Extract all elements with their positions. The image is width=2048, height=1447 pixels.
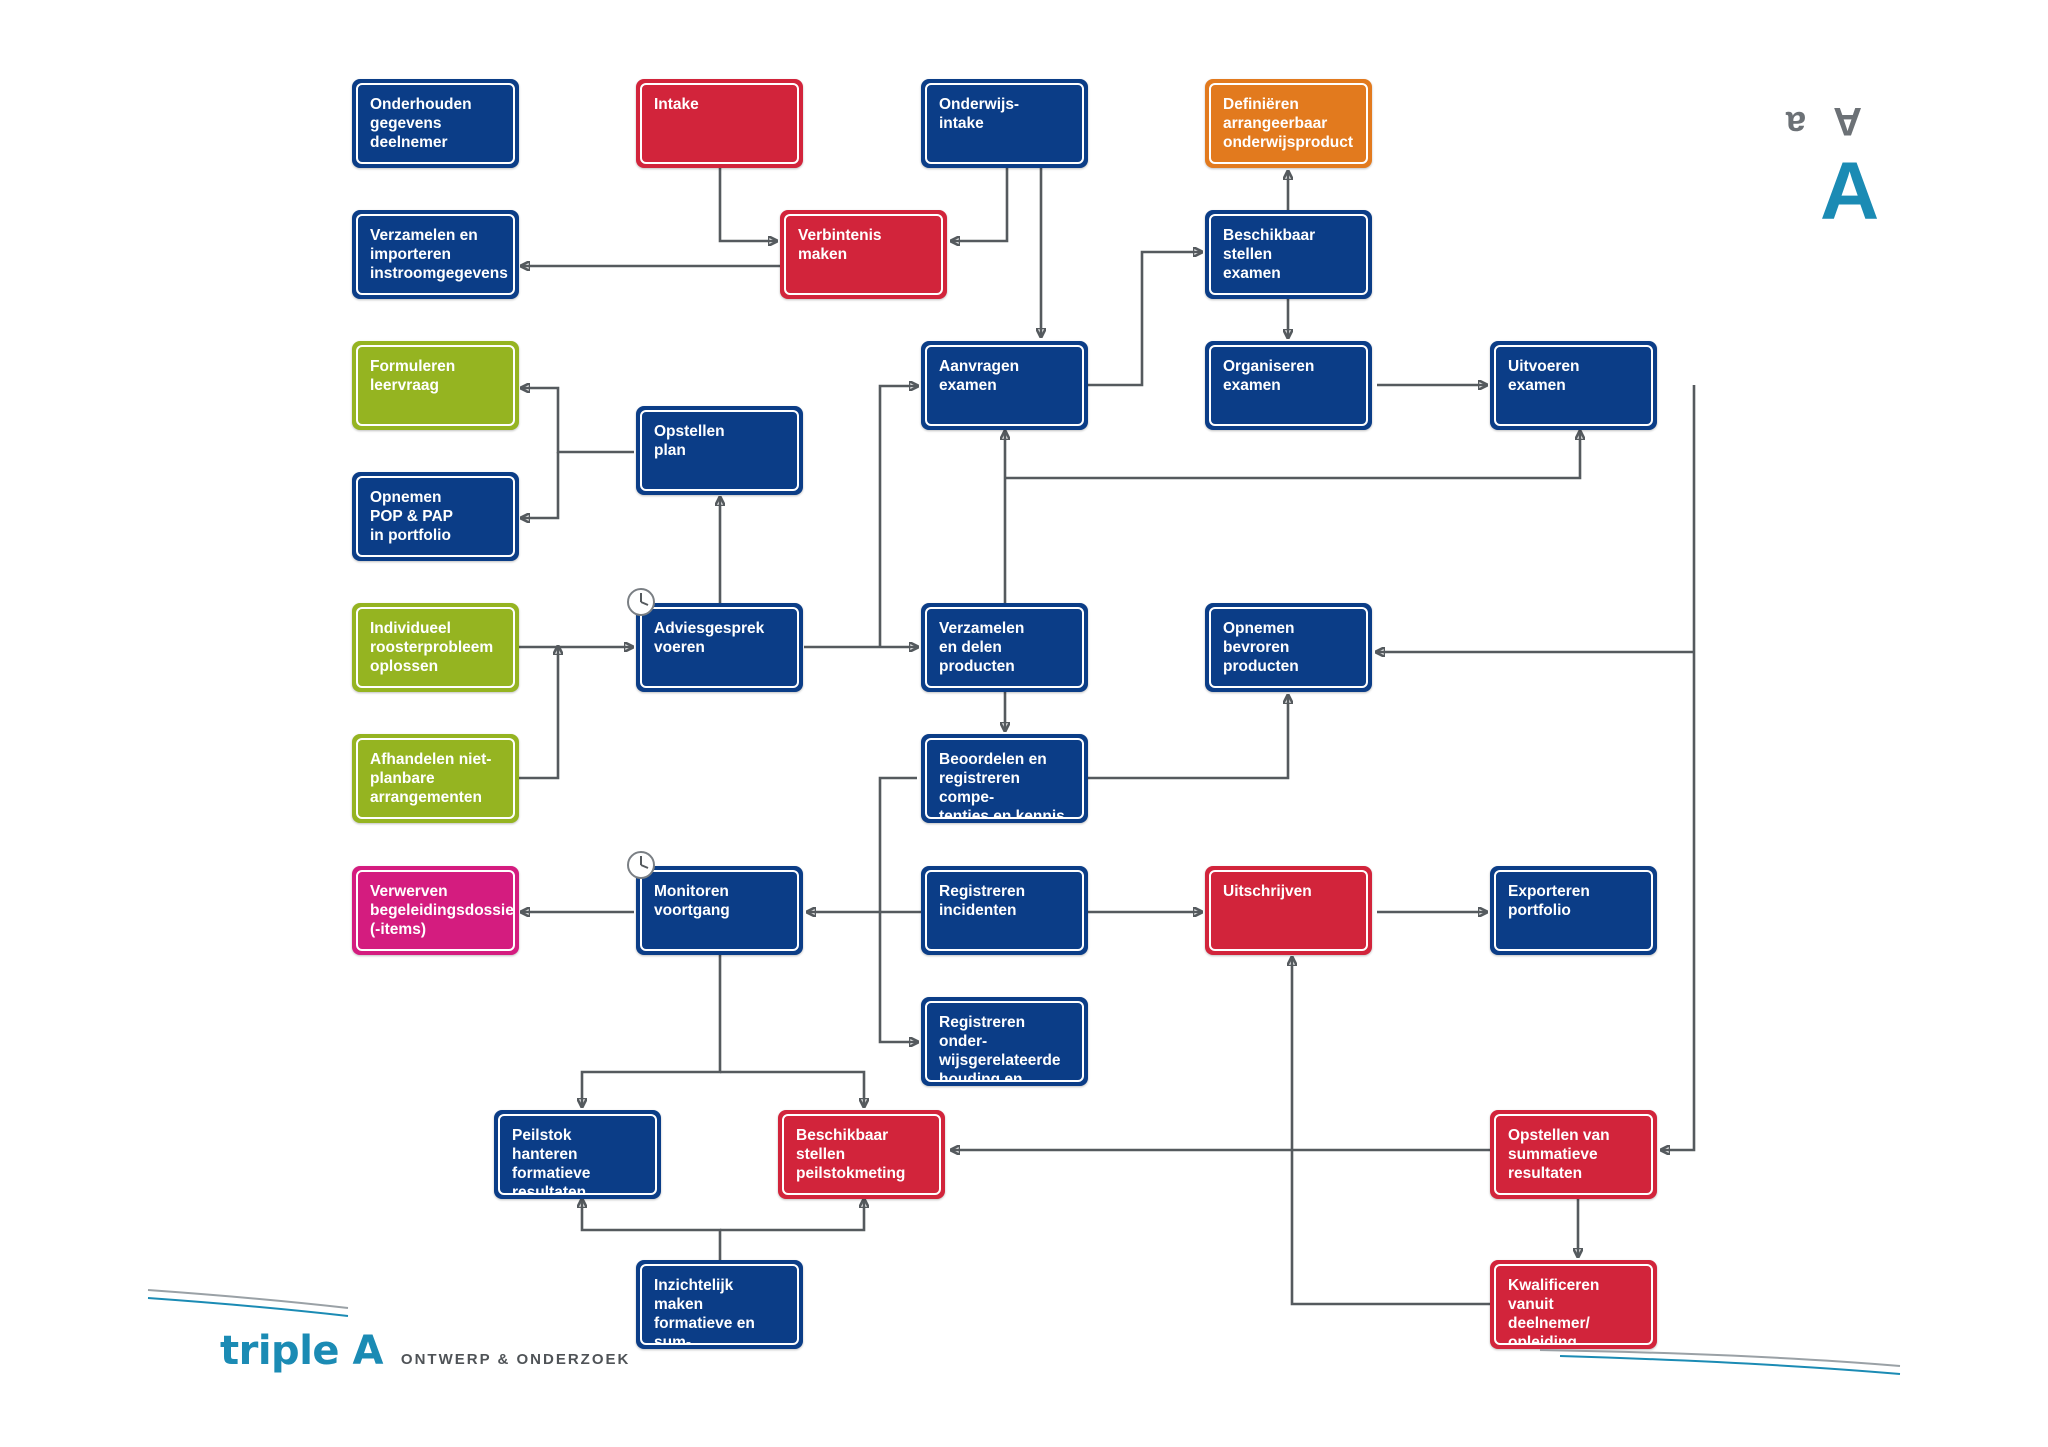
- connector-arrow: [522, 388, 634, 454]
- node-registreren-gedrag[interactable]: Registreren onder- wijsgerelateerde houd…: [921, 997, 1088, 1086]
- node-uitvoeren-examen[interactable]: Uitvoeren examen: [1490, 341, 1657, 430]
- node-aanvragen-examen[interactable]: Aanvragen examen: [921, 341, 1088, 430]
- node-label: Verbintenis maken: [784, 214, 943, 295]
- node-label: Opnemen bevroren producten: [1209, 607, 1368, 688]
- brand-tagline: ONTWERP & ONDERZOEK: [400, 1351, 631, 1368]
- node-label: Afhandelen niet- planbare arrangementen: [356, 738, 515, 819]
- node-label: Registreren onder- wijsgerelateerde houd…: [925, 1001, 1084, 1082]
- connector-arrow: [582, 955, 722, 1106]
- node-label: Verwerven begeleidingsdossier (-items): [356, 870, 515, 951]
- node-label: Organiseren examen: [1209, 345, 1368, 426]
- node-label: Intake: [640, 83, 799, 164]
- brand-name: triple A: [220, 1328, 383, 1374]
- connector-arrow: [1662, 385, 1696, 1150]
- node-label: Inzichtelijk maken formatieve en sum- ma…: [640, 1264, 799, 1345]
- triple-a-logo-icon: a A A: [1785, 99, 1879, 226]
- node-label: Formuleren leervraag: [356, 345, 515, 426]
- node-label: Exporteren portfolio: [1494, 870, 1653, 951]
- node-label: Uitschrijven: [1209, 870, 1368, 951]
- clock-icon: [627, 588, 655, 616]
- node-monitoren[interactable]: Monitoren voortgang: [636, 866, 803, 955]
- node-adviesgesprek[interactable]: Adviesgesprek voeren: [636, 603, 803, 692]
- node-label: Onderhouden gegevens deelnemer: [356, 83, 515, 164]
- node-inzichtelijk[interactable]: Inzichtelijk maken formatieve en sum- ma…: [636, 1260, 803, 1349]
- node-afhandelen[interactable]: Afhandelen niet- planbare arrangementen: [352, 734, 519, 823]
- node-label: Beoordelen en registreren compe- tenties…: [925, 738, 1084, 819]
- node-opnemen-pop[interactable]: Opnemen POP & PAP in portfolio: [352, 472, 519, 561]
- node-definieren[interactable]: Definiëren arrangeerbaar onderwijsproduc…: [1205, 79, 1372, 168]
- node-label: Definiëren arrangeerbaar onderwijsproduc…: [1209, 83, 1368, 164]
- node-beschikbaar-examen[interactable]: Beschikbaar stellen examen: [1205, 210, 1372, 299]
- node-onderhouden-gegevens[interactable]: Onderhouden gegevens deelnemer: [352, 79, 519, 168]
- node-label: Beschikbaar stellen peilstokmeting: [782, 1114, 941, 1195]
- node-label: Registreren incidenten: [925, 870, 1084, 951]
- node-label: Peilstok hanteren formatieve resultaten: [498, 1114, 657, 1195]
- connector-arrow: [952, 168, 1009, 241]
- node-verzamelen-instroom[interactable]: Verzamelen en importeren instroomgegeven…: [352, 210, 519, 299]
- node-kwalificeren[interactable]: Kwalificeren vanuit deelnemer/ opleiding: [1490, 1260, 1657, 1349]
- node-opstellen-plan[interactable]: Opstellen plan: [636, 406, 803, 495]
- node-label: Opstellen plan: [640, 410, 799, 491]
- connector-arrow: [1088, 252, 1201, 387]
- node-label: Uitvoeren examen: [1494, 345, 1653, 426]
- node-label: Kwalificeren vanuit deelnemer/ opleiding: [1494, 1264, 1653, 1345]
- node-intake[interactable]: Intake: [636, 79, 803, 168]
- node-label: Beschikbaar stellen examen: [1209, 214, 1368, 295]
- svg-text:A: A: [1820, 146, 1879, 226]
- node-peilstok[interactable]: Peilstok hanteren formatieve resultaten: [494, 1110, 661, 1199]
- node-label: Opstellen van summatieve resultaten: [1494, 1114, 1653, 1195]
- node-opnemen-bevroren[interactable]: Opnemen bevroren producten: [1205, 603, 1372, 692]
- connector-arrow: [1292, 958, 1490, 1306]
- node-uitschrijven[interactable]: Uitschrijven: [1205, 866, 1372, 955]
- node-label: Verzamelen en delen producten: [925, 607, 1084, 688]
- connector-arrow: [720, 1200, 864, 1232]
- node-label: Opnemen POP & PAP in portfolio: [356, 476, 515, 557]
- connector-arrow: [522, 452, 560, 518]
- connector-arrow: [518, 647, 558, 780]
- connector-arrow: [878, 776, 917, 1042]
- node-label: Adviesgesprek voeren: [640, 607, 799, 688]
- node-verbintenis[interactable]: Verbintenis maken: [780, 210, 947, 299]
- connector-arrow: [720, 1070, 864, 1106]
- node-individueel[interactable]: Individueel roosterprobleem oplossen: [352, 603, 519, 692]
- svg-text:A: A: [1833, 99, 1862, 143]
- connector-arrow: [1088, 696, 1288, 780]
- node-label: Verzamelen en importeren instroomgegeven…: [356, 214, 515, 295]
- node-organiseren-examen[interactable]: Organiseren examen: [1205, 341, 1372, 430]
- connector-arrow: [582, 1200, 722, 1260]
- node-label: Individueel roosterprobleem oplossen: [356, 607, 515, 688]
- brand-footer: triple A ONTWERP & ONDERZOEK: [220, 1328, 630, 1378]
- node-label: Aanvragen examen: [925, 345, 1084, 426]
- node-label: Monitoren voortgang: [640, 870, 799, 951]
- node-beoordelen[interactable]: Beoordelen en registreren compe- tenties…: [921, 734, 1088, 823]
- node-label: Onderwijs- intake: [925, 83, 1084, 164]
- connector-arrow: [718, 168, 776, 241]
- clock-icon: [627, 851, 655, 879]
- node-registreren-incidenten[interactable]: Registreren incidenten: [921, 866, 1088, 955]
- connector-arrow: [878, 386, 917, 647]
- node-beschikbaar-peilstok[interactable]: Beschikbaar stellen peilstokmeting: [778, 1110, 945, 1199]
- node-onderwijs-intake[interactable]: Onderwijs- intake: [921, 79, 1088, 168]
- node-exporteren[interactable]: Exporteren portfolio: [1490, 866, 1657, 955]
- node-formuleren[interactable]: Formuleren leervraag: [352, 341, 519, 430]
- node-verwerven[interactable]: Verwerven begeleidingsdossier (-items): [352, 866, 519, 955]
- connector-arrow: [1005, 432, 1580, 480]
- node-verzamelen-producten[interactable]: Verzamelen en delen producten: [921, 603, 1088, 692]
- node-opstellen-summatief[interactable]: Opstellen van summatieve resultaten: [1490, 1110, 1657, 1199]
- svg-text:a: a: [1785, 104, 1806, 145]
